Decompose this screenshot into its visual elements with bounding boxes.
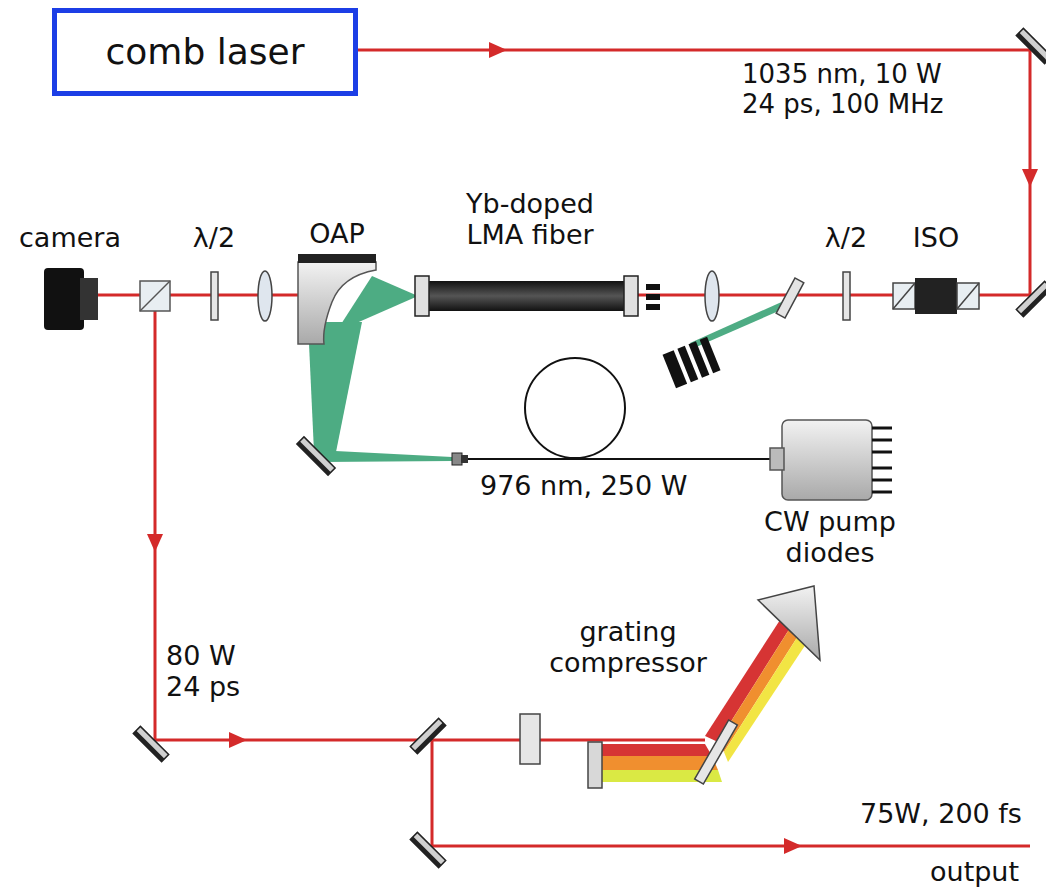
mirror-part: [133, 731, 164, 762]
mirror-part: [297, 441, 331, 475]
component-label: Yb-doped LMA fiber: [440, 188, 620, 250]
mirror-part: [1016, 28, 1046, 63]
beam-splitter: [140, 281, 170, 311]
camera: [44, 268, 98, 330]
dispersed-beam-part: [724, 636, 806, 762]
pump-fiber-part: [525, 358, 625, 458]
mirror: [133, 28, 1046, 867]
fiber-amplifier-part: [426, 281, 628, 311]
isolator-part: [957, 283, 979, 309]
waveplate-part: [520, 714, 540, 764]
waveplate-part: [211, 272, 218, 320]
beam-arrow-part: [229, 732, 247, 748]
mirror-part: [297, 437, 335, 475]
isolator-part: [893, 283, 915, 309]
off-axis-parabolic-mirror-part: [298, 262, 376, 344]
dichroic-mirror-part: [776, 278, 804, 318]
end-mirror-part: [588, 742, 602, 788]
pump-diode-part-part: [872, 427, 892, 430]
fiber-amplifier-part: [624, 276, 638, 316]
mirror-part: [415, 723, 446, 754]
pump-diode-part-part: [872, 491, 892, 494]
isolator-part: [893, 283, 915, 309]
laser-beam: [62, 50, 1030, 846]
component-label: λ/2: [825, 222, 867, 253]
pump-diode-part: [872, 428, 892, 492]
end-mirror: [588, 742, 602, 788]
off-axis-parabolic-mirror: [298, 254, 376, 344]
node-label: comb laser: [106, 31, 305, 72]
beam-arrow-part: [784, 838, 802, 854]
pump-diode-part-part: [872, 439, 892, 442]
off-axis-parabolic-mirror-part: [298, 254, 376, 263]
fiber-connector-part: [461, 455, 468, 463]
pump-fiber-part: [466, 458, 782, 460]
fiber-amplifier-part: [646, 284, 660, 290]
mirror-part: [410, 832, 445, 867]
diffraction-grating-part: [695, 720, 738, 784]
roof-mirror-part: [758, 586, 820, 660]
component-label: camera: [19, 222, 121, 253]
component-label: OAP: [309, 218, 365, 249]
fiber-amplifier-part: [646, 294, 660, 300]
pump-diode-part-part: [872, 479, 892, 482]
camera-part: [80, 278, 98, 320]
component-label: grating compressor: [532, 616, 724, 678]
component-label: 80 W 24 ps: [166, 640, 266, 702]
mirror-part: [1016, 33, 1046, 64]
beam-arrow-part: [489, 42, 507, 58]
beam-arrow-part: [147, 534, 163, 552]
diffraction-grating: [695, 720, 738, 784]
isolator-part: [957, 283, 979, 309]
fiber-connector-part: [452, 453, 462, 465]
pump-diode: [770, 420, 892, 500]
pump-diode-part: [782, 420, 872, 500]
isolator-part: [915, 278, 957, 314]
dichroic-mirror: [776, 278, 804, 318]
component-label: ISO: [913, 222, 959, 253]
component-label: 976 nm, 250 W: [480, 470, 688, 501]
mirror-part: [410, 837, 441, 868]
lens-part: [258, 271, 272, 321]
waveplate: [211, 272, 850, 764]
beam-dump: [663, 337, 721, 388]
fiber-connector: [452, 453, 468, 465]
isolator: [893, 278, 979, 314]
fiber-amplifier-part: [415, 276, 429, 316]
laser-source-box: comb laser: [52, 8, 358, 96]
mirror-part: [1016, 281, 1046, 316]
component-label: λ/2: [193, 222, 235, 253]
pump-diode-part-part: [872, 467, 892, 470]
component-label: 1035 nm, 10 W 24 ps, 100 MHz: [742, 60, 960, 120]
fiber-amplifier: [415, 276, 660, 316]
beam-arrow-part: [1022, 169, 1038, 187]
waveplate-part: [843, 272, 850, 320]
component-label: output: [930, 856, 1019, 887]
mirror-part: [410, 718, 445, 753]
roof-mirror: [758, 586, 820, 660]
mirror-part: [133, 726, 168, 761]
pump-light-part: [316, 450, 452, 462]
mirror-part: [1021, 286, 1046, 317]
beam-arrow: [147, 42, 1038, 854]
beam-dump-part: [700, 337, 721, 373]
camera-part: [44, 268, 84, 330]
laser-beam-part: [358, 50, 1030, 295]
beam-splitter-part: [140, 281, 170, 311]
pump-diode-part: [770, 448, 784, 470]
lens-part: [705, 271, 719, 321]
dispersed-beam-part: [600, 744, 712, 756]
pump-diode-part-part: [872, 451, 892, 454]
component-label: 75W, 200 fs: [860, 798, 1022, 829]
pump-fiber: [466, 358, 782, 459]
component-label: CW pump diodes: [745, 506, 915, 568]
beam-splitter-part: [140, 281, 170, 311]
fiber-amplifier-part: [646, 304, 660, 310]
